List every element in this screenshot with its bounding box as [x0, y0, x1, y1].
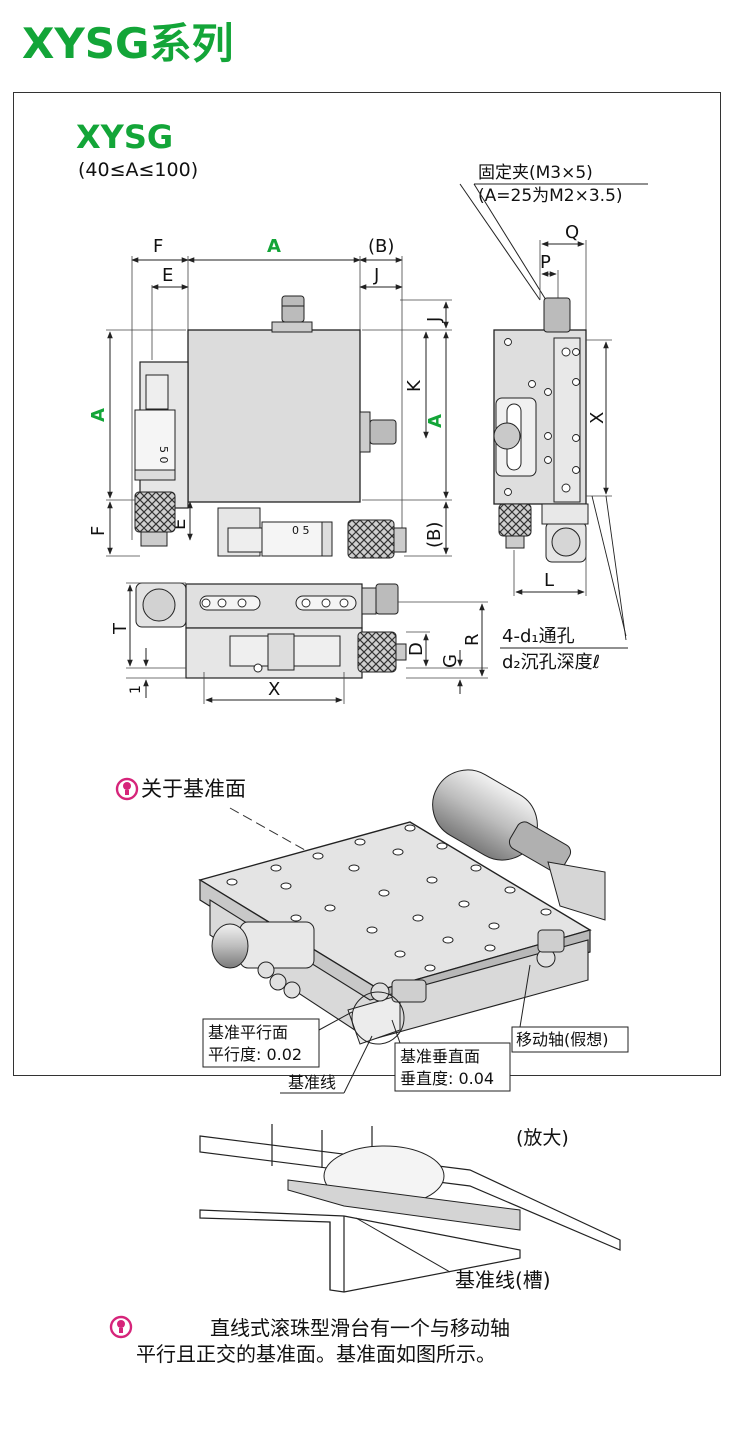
front-view: T 1 R D G X: [110, 582, 488, 704]
top-view: F A (B) E J A F E J K A (B): [88, 236, 452, 559]
dim-J-right: J: [424, 317, 445, 323]
dim-E-left: E: [169, 519, 190, 530]
dim-B-top: (B): [368, 236, 394, 257]
hole-note-2: d₂沉孔深度ℓ: [502, 652, 600, 673]
dim-Q: Q: [565, 222, 579, 243]
dim-R: R: [462, 633, 483, 646]
axis-label-box: [511, 1026, 629, 1053]
ref-parallel-2: 平行度: 0.02: [208, 1045, 302, 1064]
note-line-1: 直线式滚珠型滑台有一个与移动轴: [210, 1316, 510, 1340]
ref-vertical-box: [394, 1042, 511, 1092]
clamp-note-2: (A=25为M2×3.5): [478, 186, 623, 206]
series-name: XYSG: [76, 118, 173, 156]
note-line-2: 平行且正交的基准面。基准面如图所示。: [136, 1342, 496, 1366]
note-icon: [109, 1315, 133, 1339]
ref-vertical-2: 垂直度: 0.04: [400, 1069, 494, 1088]
dim-E-top: E: [162, 265, 173, 286]
dim-P: P: [540, 252, 551, 273]
ref-line-label: 基准线: [288, 1073, 336, 1092]
dim-B-right: (B): [424, 522, 445, 548]
page-title: XYSG系列: [22, 19, 234, 68]
dim-L: L: [544, 570, 554, 591]
hole-note-1: 4-d₁通孔: [502, 626, 575, 647]
drawing-frame: [13, 92, 721, 1076]
dim-A-right: A: [425, 414, 446, 428]
dim-G: G: [440, 654, 461, 668]
dim-F-top: F: [153, 236, 163, 257]
dim-A-left: A: [88, 408, 109, 422]
ref-vertical-1: 基准垂直面: [400, 1047, 480, 1066]
clamp-leader-2: [459, 183, 541, 301]
dim-T: T: [110, 622, 131, 635]
dim-D: D: [406, 642, 427, 656]
micrometer-scale-h: 0 5: [292, 524, 310, 537]
ref-parallel-box: [202, 1018, 320, 1068]
info-icon: [115, 777, 139, 801]
micrometer-scale-v: 5 0: [157, 446, 170, 464]
dim-F-left: F: [88, 526, 109, 536]
enlarge-label: (放大): [516, 1127, 569, 1149]
dim-J-top: J: [373, 265, 379, 286]
enlarged-detail: [199, 1124, 621, 1293]
ref-parallel-1: 基准平行面: [208, 1023, 288, 1042]
dim-A-top: A: [267, 236, 281, 257]
dim-X-front: X: [268, 679, 280, 700]
axis-label: 移动轴(假想): [516, 1030, 609, 1049]
isometric-slide: [198, 769, 606, 1045]
ref-line-groove-label: 基准线(槽): [455, 1268, 551, 1292]
dim-one: 1: [128, 685, 144, 694]
dim-X-side: X: [587, 412, 608, 424]
clamp-leader: [473, 183, 547, 301]
side-view: Q P X L: [493, 222, 627, 641]
series-range: (40≤A≤100): [78, 159, 198, 181]
dim-K-right: K: [404, 379, 425, 392]
reference-heading: 关于基准面: [141, 777, 246, 801]
clamp-note-1: 固定夹(M3×5): [478, 163, 593, 183]
